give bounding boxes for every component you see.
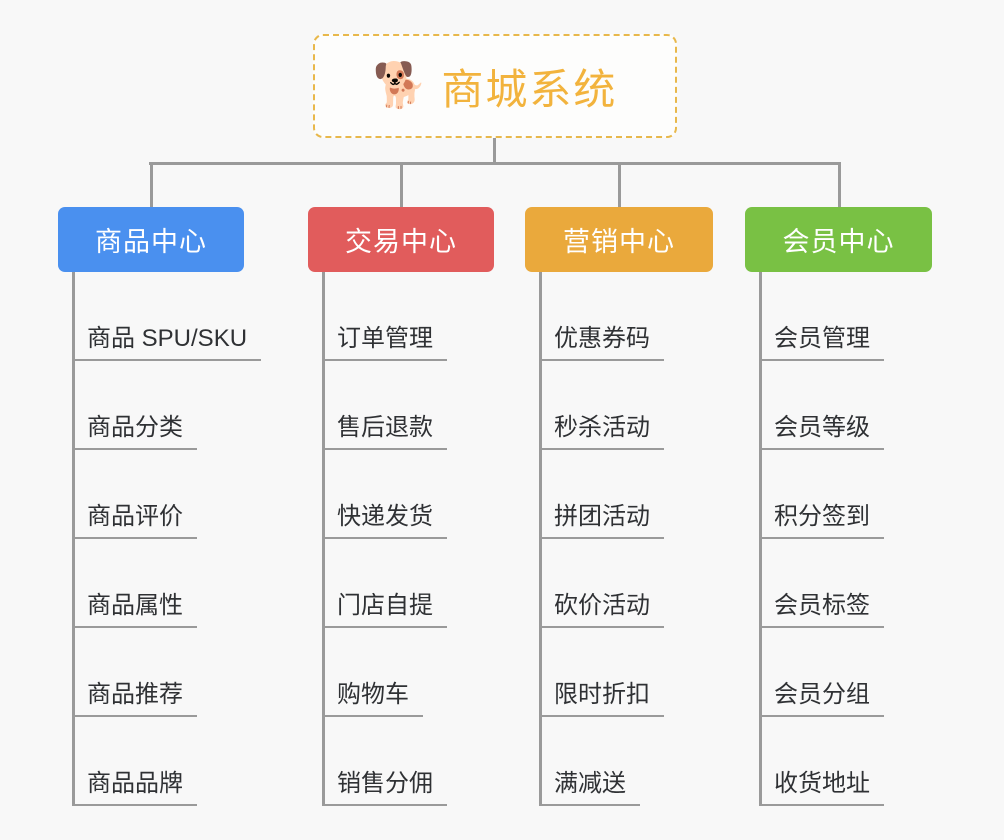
leaf-item[interactable]: 商品属性 — [73, 539, 244, 628]
leaf-item[interactable]: 商品推荐 — [73, 628, 244, 717]
leaf-item-label: 商品评价 — [73, 503, 197, 539]
leaf-list-product-center: 商品 SPU/SKU 商品分类商品评价商品属性商品推荐商品品牌 — [58, 272, 262, 806]
connector-drop-product-center — [150, 162, 153, 208]
leaf-item-label: 拼团活动 — [540, 503, 664, 539]
connector-horizontal-bus — [149, 162, 841, 165]
leaf-item[interactable]: 订单管理 — [323, 272, 494, 361]
leaf-item-label: 会员分组 — [760, 681, 884, 717]
leaf-item-label: 满减送 — [540, 770, 640, 806]
leaf-item-label: 砍价活动 — [540, 592, 664, 628]
leaf-list-marketing-center: 优惠券码秒杀活动拼团活动砍价活动限时折扣满减送 — [525, 272, 713, 806]
category-card-marketing-center[interactable]: 营销中心 — [525, 207, 713, 272]
spine-marketing-center — [539, 272, 542, 806]
spine-member-center — [759, 272, 762, 806]
leaf-item[interactable]: 商品品牌 — [73, 717, 244, 806]
shiba-dog-face-icon: 🐕 — [372, 61, 428, 110]
category-card-member-center[interactable]: 会员中心 — [745, 207, 932, 272]
leaf-item-label: 商品属性 — [73, 592, 197, 628]
root-title: 商城系统 — [441, 65, 618, 113]
leaf-item-label: 售后退款 — [323, 414, 447, 450]
leaf-item-label: 限时折扣 — [540, 681, 664, 717]
leaf-item-label: 积分签到 — [760, 503, 884, 539]
leaf-item[interactable]: 快递发货 — [323, 450, 494, 539]
leaf-item-label: 订单管理 — [323, 325, 447, 361]
connector-root-stem — [493, 138, 496, 164]
leaf-item[interactable]: 砍价活动 — [540, 539, 713, 628]
root-node[interactable]: 🐕 商城系统 — [313, 34, 677, 138]
leaf-item[interactable]: 优惠券码 — [540, 272, 713, 361]
leaf-item[interactable]: 会员等级 — [760, 361, 932, 450]
category-card-trade-center[interactable]: 交易中心 — [308, 207, 494, 272]
leaf-item-label: 销售分佣 — [323, 770, 447, 806]
leaf-list-trade-center: 订单管理售后退款快递发货门店自提购物车销售分佣 — [308, 272, 494, 806]
category-label: 交易中心 — [345, 227, 457, 257]
column-marketing-center: 营销中心优惠券码秒杀活动拼团活动砍价活动限时折扣满减送 — [525, 207, 713, 806]
leaf-item[interactable]: 积分签到 — [760, 450, 932, 539]
leaf-item-label: 门店自提 — [323, 592, 447, 628]
leaf-item-label: 商品推荐 — [73, 681, 197, 717]
category-card-product-center[interactable]: 商品中心 — [58, 207, 244, 272]
leaf-item-label: 商品分类 — [73, 414, 197, 450]
leaf-item[interactable]: 满减送 — [540, 717, 713, 806]
column-product-center: 商品中心商品 SPU/SKU 商品分类商品评价商品属性商品推荐商品品牌 — [58, 207, 262, 806]
leaf-item[interactable]: 商品分类 — [73, 361, 244, 450]
leaf-item[interactable]: 售后退款 — [323, 361, 494, 450]
leaf-item[interactable]: 会员标签 — [760, 539, 932, 628]
leaf-item-label: 会员管理 — [760, 325, 884, 361]
connector-drop-member-center — [838, 162, 841, 208]
spine-trade-center — [322, 272, 325, 806]
connector-drop-marketing-center — [618, 162, 621, 208]
leaf-item[interactable]: 商品评价 — [73, 450, 244, 539]
category-label: 营销中心 — [563, 227, 675, 257]
leaf-item-label: 秒杀活动 — [540, 414, 664, 450]
leaf-item-label: 优惠券码 — [540, 325, 664, 361]
spine-product-center — [72, 272, 75, 806]
leaf-item-label: 会员标签 — [760, 592, 884, 628]
leaf-item[interactable]: 销售分佣 — [323, 717, 494, 806]
leaf-item[interactable]: 会员管理 — [760, 272, 932, 361]
connector-drop-trade-center — [400, 162, 403, 208]
column-member-center: 会员中心会员管理会员等级积分签到会员标签会员分组收货地址 — [745, 207, 932, 806]
leaf-item[interactable]: 收货地址 — [760, 717, 932, 806]
column-trade-center: 交易中心订单管理售后退款快递发货门店自提购物车销售分佣 — [308, 207, 494, 806]
category-label: 会员中心 — [782, 227, 895, 257]
leaf-item-label: 收货地址 — [760, 770, 884, 806]
leaf-item[interactable]: 秒杀活动 — [540, 361, 713, 450]
leaf-item-label: 购物车 — [323, 681, 423, 717]
leaf-list-member-center: 会员管理会员等级积分签到会员标签会员分组收货地址 — [745, 272, 932, 806]
leaf-item[interactable]: 限时折扣 — [540, 628, 713, 717]
leaf-item[interactable]: 购物车 — [323, 628, 494, 717]
leaf-item[interactable]: 门店自提 — [323, 539, 494, 628]
leaf-item[interactable]: 拼团活动 — [540, 450, 713, 539]
leaf-item-label: 快递发货 — [323, 503, 447, 539]
leaf-item-label: 会员等级 — [760, 414, 884, 450]
leaf-item-label: 商品 SPU/SKU — [73, 325, 262, 361]
leaf-item[interactable]: 会员分组 — [760, 628, 932, 717]
category-label: 商品中心 — [95, 227, 207, 257]
leaf-item-label: 商品品牌 — [73, 770, 197, 806]
leaf-item[interactable]: 商品 SPU/SKU — [73, 272, 262, 361]
